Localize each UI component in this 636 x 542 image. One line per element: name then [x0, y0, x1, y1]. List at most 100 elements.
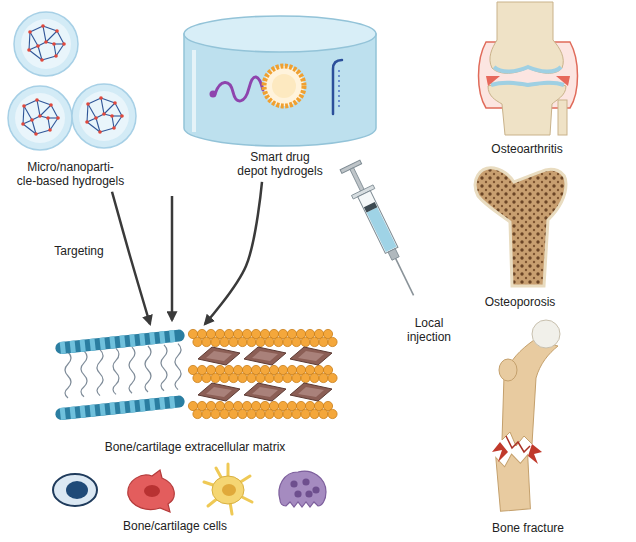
mineral-bead [211, 409, 220, 418]
mineral-bead [274, 409, 283, 418]
mineral-bead [265, 409, 274, 418]
proteoglycan [129, 347, 135, 393]
femoral-head [532, 320, 560, 348]
mineral-bead [238, 373, 247, 382]
polymer-strand [54, 44, 56, 56]
crosslink-dot [22, 104, 26, 108]
hydroxyapatite-crystal [198, 347, 240, 365]
hydrogel-particle [72, 84, 136, 148]
mineral-bead [256, 337, 265, 346]
collagen-fibril [55, 395, 186, 421]
mineral-bead [292, 409, 301, 418]
crosslink-dot [99, 96, 103, 100]
cell-nucleus [290, 480, 297, 487]
mineral-bead [229, 409, 238, 418]
crosslink-dot [49, 103, 53, 107]
crosslink-dot [102, 112, 106, 116]
polymer-strand [51, 105, 58, 118]
liposome [264, 66, 304, 106]
polymer-strand [112, 116, 114, 128]
edge-label: Targeting [48, 244, 110, 258]
fibril-band [80, 339, 86, 351]
cylinder-top [184, 16, 376, 52]
fracture-crack [506, 436, 530, 452]
polymer-strand [57, 31, 64, 44]
fibril-band [119, 401, 125, 413]
crosslink-dot [21, 122, 25, 126]
crosslink-dot [94, 116, 98, 120]
mineral-bead [256, 373, 265, 382]
mineral-bead [247, 409, 256, 418]
figure-label: Bone fracture [473, 521, 583, 535]
polymer-strand [38, 46, 42, 60]
crosslink-dot [110, 114, 114, 118]
osteocyte [212, 476, 244, 504]
crosslink-dot [56, 116, 60, 120]
crosslink-dot [62, 42, 66, 46]
needle [396, 258, 414, 295]
polymer-strand [23, 106, 24, 124]
nucleic-acid [333, 60, 342, 114]
greater-trochanter [499, 359, 517, 381]
polymer-strand [29, 32, 30, 50]
crosslink-dot [28, 30, 32, 34]
proteoglycan [65, 352, 71, 398]
fibril-band [129, 334, 135, 346]
polymer-strand [100, 128, 114, 132]
crystal-facet [252, 351, 278, 361]
mineral-bead [247, 337, 256, 346]
polymer-strand [37, 100, 40, 116]
polymer-strand [37, 100, 51, 105]
mineral-bead [238, 337, 247, 346]
crosslink-dot [48, 128, 52, 132]
fibril-band [60, 408, 66, 420]
crystal-facet [298, 351, 324, 361]
particle-shell [8, 86, 72, 150]
polymer-strand [24, 100, 37, 106]
osteoblast [128, 470, 174, 512]
fibril-band [149, 332, 155, 344]
fibula [558, 100, 567, 135]
fibril-band [109, 402, 115, 414]
nucleic-acid-strand [338, 70, 340, 110]
bone-upper-fragment [502, 340, 558, 446]
crystal-facet [206, 351, 232, 361]
proteoglycan [161, 345, 167, 391]
crosslink-dot [86, 102, 90, 106]
crosslink-dot [46, 116, 50, 120]
crosslink-dot [52, 42, 56, 46]
meniscus [556, 76, 570, 86]
stopper [364, 202, 377, 213]
mineral-bead [265, 337, 274, 346]
fibril-band [139, 333, 145, 345]
barrel [358, 191, 398, 254]
polymer-strand [46, 31, 57, 42]
mineral-bead [301, 337, 310, 346]
fibril-band [60, 342, 66, 354]
figure-node: Smart drug depot hydrogels [180, 14, 380, 179]
fibril-band [70, 341, 76, 353]
mineral-bead [202, 409, 211, 418]
mineral-bead [301, 409, 310, 418]
fibril-body [55, 395, 186, 421]
crosslink-dot [38, 114, 42, 118]
polymer-strand [43, 26, 46, 42]
cylinder-highlight [192, 50, 196, 132]
crosslink-dot [40, 58, 44, 62]
mineral-bead [328, 337, 337, 346]
crosslink-dot [30, 118, 34, 122]
crosslink-dot [44, 40, 48, 44]
polymer-strand [96, 118, 100, 132]
proteoglycan [113, 348, 119, 394]
mineral-bead [202, 337, 211, 346]
cell-nucleus [305, 490, 312, 497]
meniscus [486, 76, 500, 86]
mineral-bead [193, 373, 202, 382]
fibril-band [99, 403, 105, 415]
mineral-bead [193, 337, 202, 346]
hydrogel-particle [8, 86, 72, 150]
mineral-bead [292, 337, 301, 346]
figure-node: Micro/nanoparti- cle-based hydrogels [8, 10, 133, 189]
